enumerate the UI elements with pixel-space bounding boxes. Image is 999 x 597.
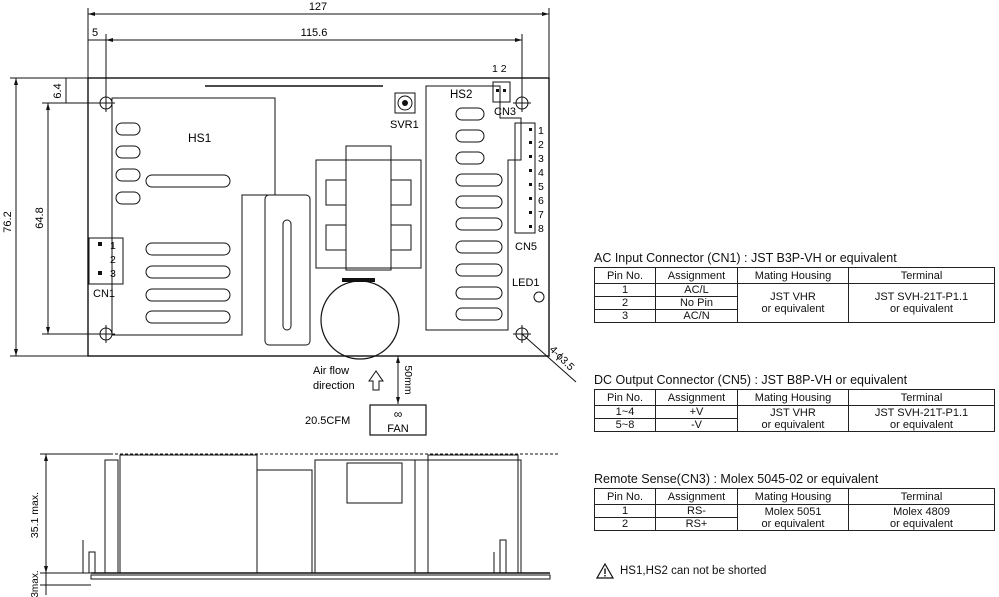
pin-cell: 2 <box>594 517 656 531</box>
header-assignment: Assignment <box>655 488 738 505</box>
header-mating-housing: Mating Housing <box>737 488 849 505</box>
header-mating-housing: Mating Housing <box>737 389 849 406</box>
cn5-connector <box>514 122 536 234</box>
header-pin-no: Pin No. <box>594 267 656 284</box>
assignment-cell: RS- <box>655 504 738 518</box>
pin-cell: 3 <box>594 309 656 323</box>
ac-pin-table: Pin No. Assignment Mating Housing Termin… <box>594 267 995 323</box>
header-terminal: Terminal <box>848 267 995 284</box>
header-assignment: Assignment <box>655 389 738 406</box>
rs-pin-table: Pin No. Assignment Mating Housing Termin… <box>594 488 995 531</box>
cn5-pin-label: 5 <box>538 181 544 193</box>
assignment-cell: RS+ <box>655 517 738 531</box>
warning-note: HS1,HS2 can not be shorted <box>596 563 766 579</box>
dc-output-connector: DC Output Connector (CN5) : JST B8P-VH o… <box>594 373 995 432</box>
cn5-pin-label: 3 <box>538 153 544 165</box>
remote-sense-connector: Remote Sense(CN3) : Molex 5045-02 or equ… <box>594 472 995 531</box>
hs1-label: HS1 <box>188 131 212 145</box>
pin-cell: 1~4 <box>594 405 656 419</box>
fan-rating: 20.5CFM <box>305 415 350 427</box>
hs2-label: HS2 <box>450 89 472 101</box>
assignment-cell: No Pin <box>655 296 738 310</box>
cn5-pin-label: 8 <box>538 223 544 235</box>
cn5-pin-label: 7 <box>538 209 544 221</box>
pin-cell: 1 <box>594 504 656 518</box>
top-offset-dim: 6.4 <box>52 83 64 98</box>
side-height-dim: 35.1 max. <box>29 492 41 538</box>
transformer <box>264 145 422 346</box>
assignment-cell: AC/L <box>655 283 738 297</box>
cn5-pin-label: 2 <box>538 139 544 151</box>
rs-connector-title: Remote Sense(CN3) : Molex 5045-02 or equ… <box>594 472 879 486</box>
cn5-pin-label: 4 <box>538 167 544 179</box>
assignment-cell: +V <box>655 405 738 419</box>
cn1-label: CN1 <box>93 288 115 300</box>
assignment-cell: -V <box>655 418 738 432</box>
svr1-label: SVR1 <box>390 119 419 131</box>
warning-text: HS1,HS2 can not be shorted <box>620 565 767 577</box>
pin-cell: 1 <box>594 283 656 297</box>
edge-offset-dim: 5 <box>92 27 98 39</box>
cn1-pin-label: 3 <box>110 268 116 280</box>
airflow-label: Air flow <box>313 365 349 377</box>
airflow-arrow <box>368 370 384 391</box>
svr1-trimmer <box>394 92 416 114</box>
overall-height-dim: 76.2 <box>2 211 14 232</box>
cn1-pin-label: 2 <box>110 254 116 266</box>
airflow-label: direction <box>313 380 355 392</box>
led1 <box>533 291 545 303</box>
cn1-pin-label: 1 <box>110 240 116 252</box>
warning-icon <box>596 563 614 579</box>
fan-distance-dim: 50mm <box>402 365 414 394</box>
ac-connector-title: AC Input Connector (CN1) : JST B3P-VH or… <box>594 251 897 265</box>
pin-cell: 5~8 <box>594 418 656 432</box>
cn3-connector <box>492 81 511 103</box>
cn5-pin-label: 1 <box>538 125 544 137</box>
fan-label: FAN <box>387 423 408 435</box>
dc-connector-title: DC Output Connector (CN5) : JST B8P-VH o… <box>594 373 908 387</box>
header-pin-no: Pin No. <box>594 488 656 505</box>
overall-width-dim: 127 <box>309 1 327 13</box>
mount-spacing-dim: 115.6 <box>301 27 328 39</box>
side-view <box>40 453 560 595</box>
header-mating-housing: Mating Housing <box>737 267 849 284</box>
header-terminal: Terminal <box>848 488 995 505</box>
pcb-outline <box>87 77 550 357</box>
hs2-heatsink <box>425 85 522 331</box>
hs1-heatsink <box>111 97 276 336</box>
mount-height-dim: 64.8 <box>34 207 46 228</box>
cn5-pin-label: 6 <box>538 195 544 207</box>
cn3-label: CN3 <box>494 106 516 118</box>
cn3-pin-numbers: 1 2 <box>492 63 507 75</box>
capacitor <box>320 280 400 360</box>
fan-box <box>369 404 427 436</box>
ac-input-connector: AC Input Connector (CN1) : JST B3P-VH or… <box>594 251 995 323</box>
led1-label: LED1 <box>512 277 540 289</box>
side-clearance-dim: 3max. <box>30 570 41 597</box>
header-pin-no: Pin No. <box>594 389 656 406</box>
cn5-label: CN5 <box>515 241 537 253</box>
header-terminal: Terminal <box>848 389 995 406</box>
cn1-connector <box>88 237 124 285</box>
pin-cell: 2 <box>594 296 656 310</box>
assignment-cell: AC/N <box>655 309 738 323</box>
fan-symbol-icon: ∞ <box>394 407 403 421</box>
header-assignment: Assignment <box>655 267 738 284</box>
dc-pin-table: Pin No. Assignment Mating Housing Termin… <box>594 389 995 432</box>
